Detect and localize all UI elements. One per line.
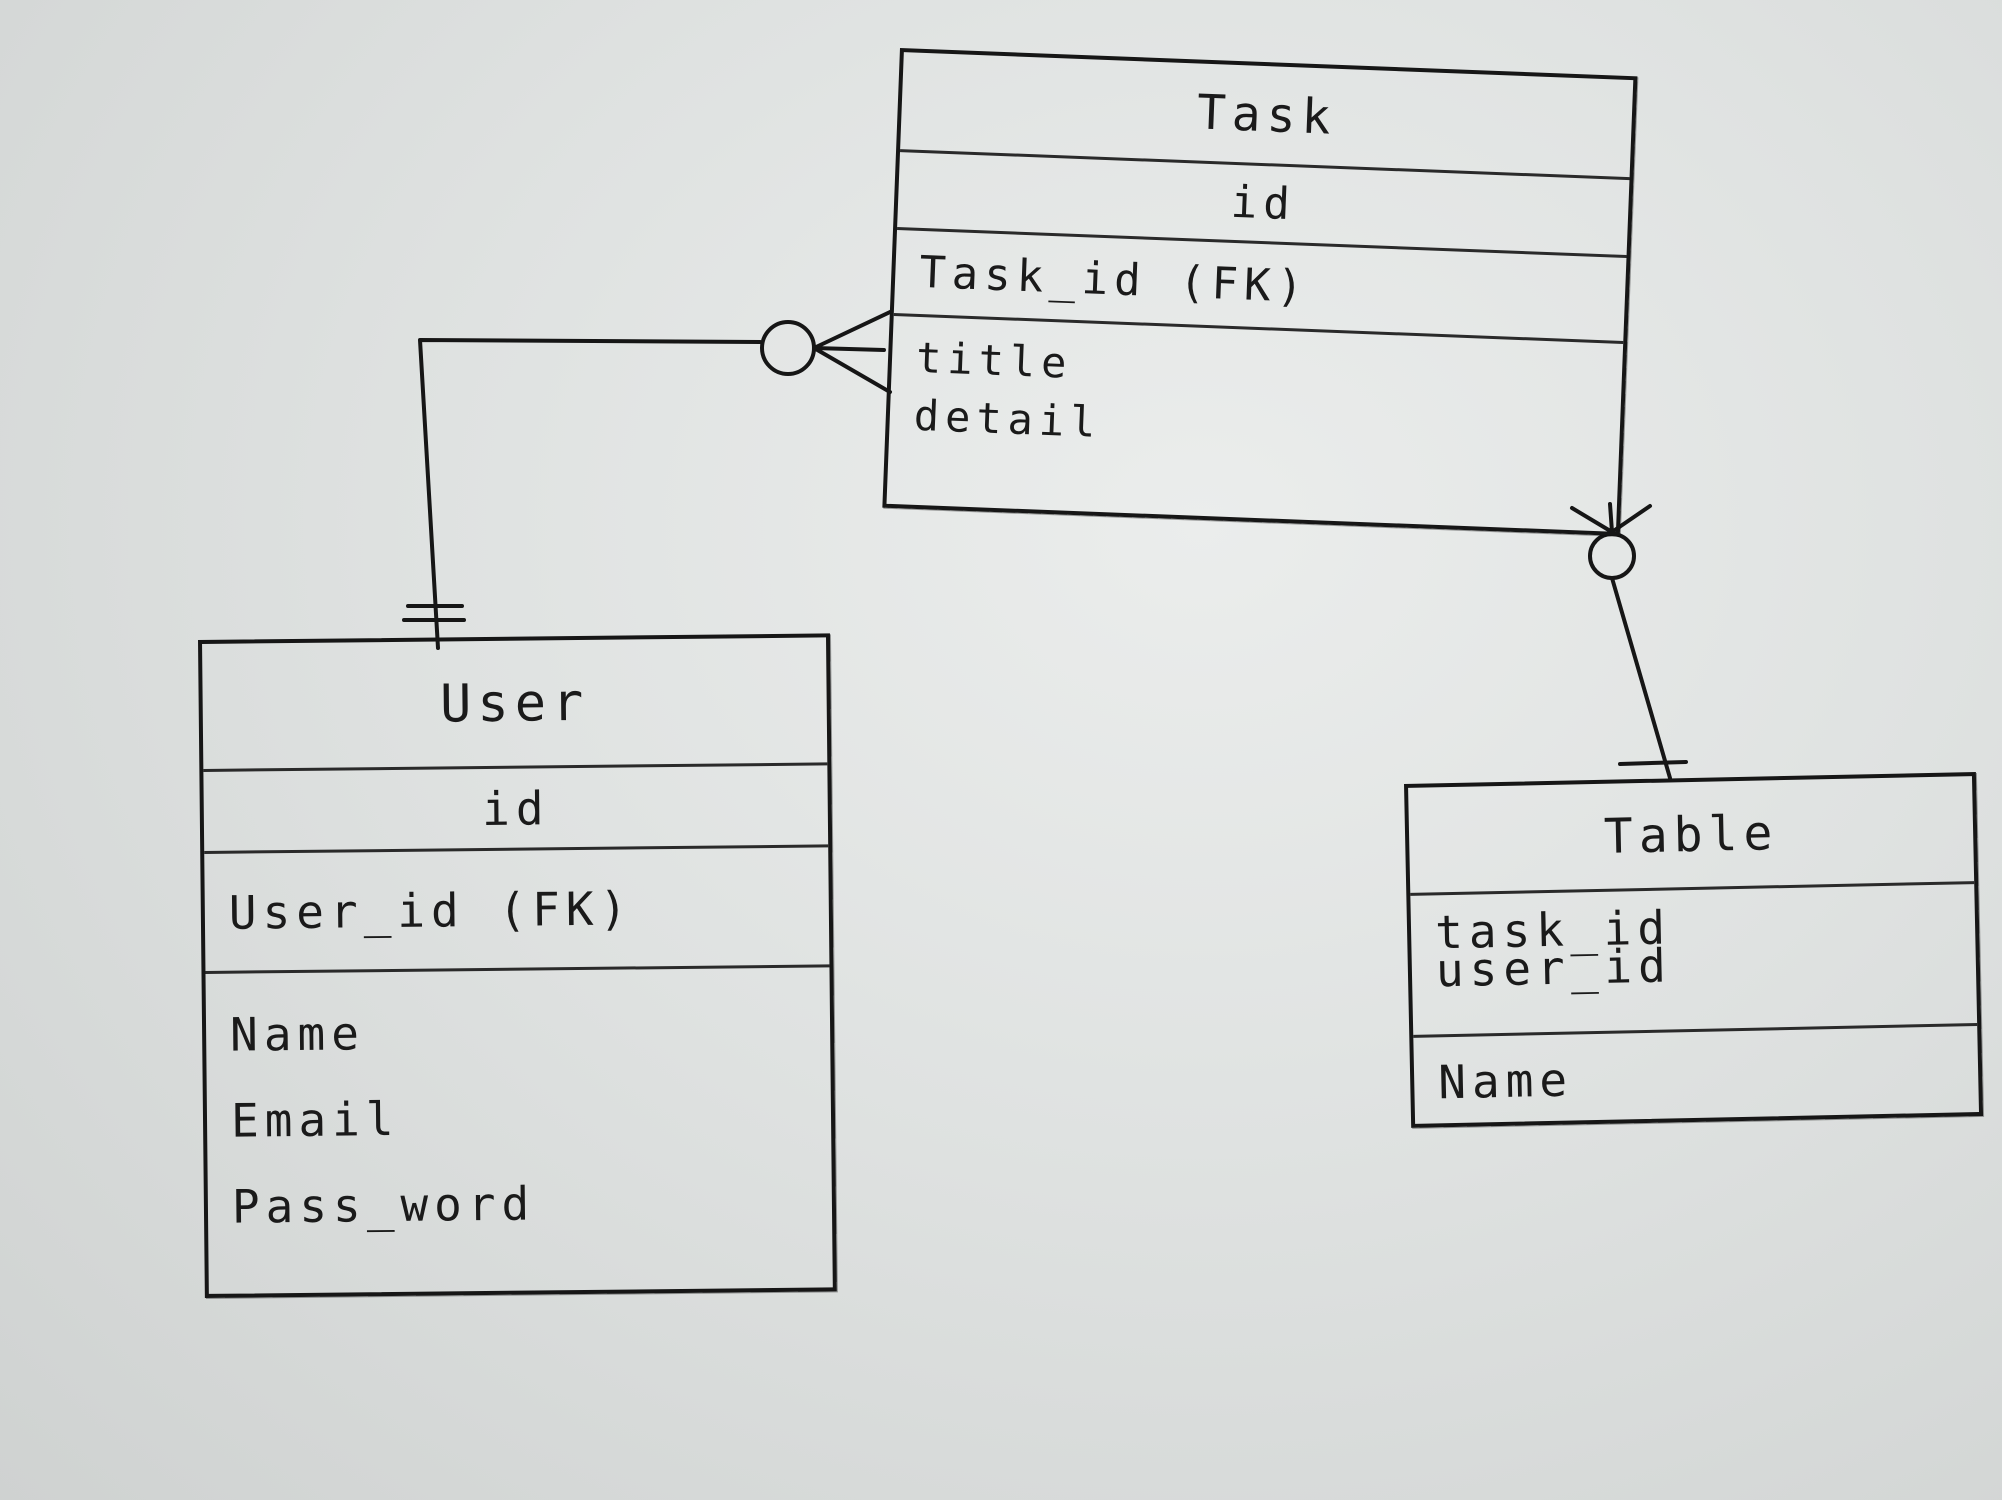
- attribute-list: Name: [1413, 1026, 1980, 1180]
- zero-optional-mark: [760, 320, 816, 376]
- entity-user: User id User_id (FK) Name Email Pass_wor…: [198, 633, 837, 1298]
- relationship-user-task: [402, 310, 892, 650]
- relationship-line: [1610, 576, 1672, 780]
- one-bar-mark: [1618, 760, 1688, 766]
- attribute-name: Name: [1437, 1052, 1574, 1110]
- relationship-table-task: [1570, 502, 1688, 780]
- primary-key-field: id: [203, 765, 829, 854]
- attribute-name: Name: [229, 1006, 366, 1062]
- crows-foot-mark: [1570, 502, 1652, 534]
- key-user-id: user_id: [1435, 938, 1673, 998]
- attribute-password: Pass_word: [231, 1176, 536, 1234]
- entity-task: Task id Task_id (FK) title detail: [882, 48, 1638, 536]
- attribute-email: Email: [230, 1091, 400, 1148]
- entity-title: Table: [1408, 776, 1975, 896]
- key-fields: task_id user_id: [1410, 884, 1978, 1038]
- entity-title: User: [202, 637, 828, 772]
- attribute-list: Name Email Pass_word: [205, 967, 832, 1294]
- entity-table: Table task_id user_id Name: [1404, 772, 1984, 1128]
- crows-foot-mark: [812, 310, 892, 394]
- foreign-key-field: User_id (FK): [204, 847, 830, 974]
- relationship-line: [418, 338, 762, 650]
- attribute-list: title detail: [886, 316, 1623, 532]
- zero-optional-mark: [1588, 532, 1636, 580]
